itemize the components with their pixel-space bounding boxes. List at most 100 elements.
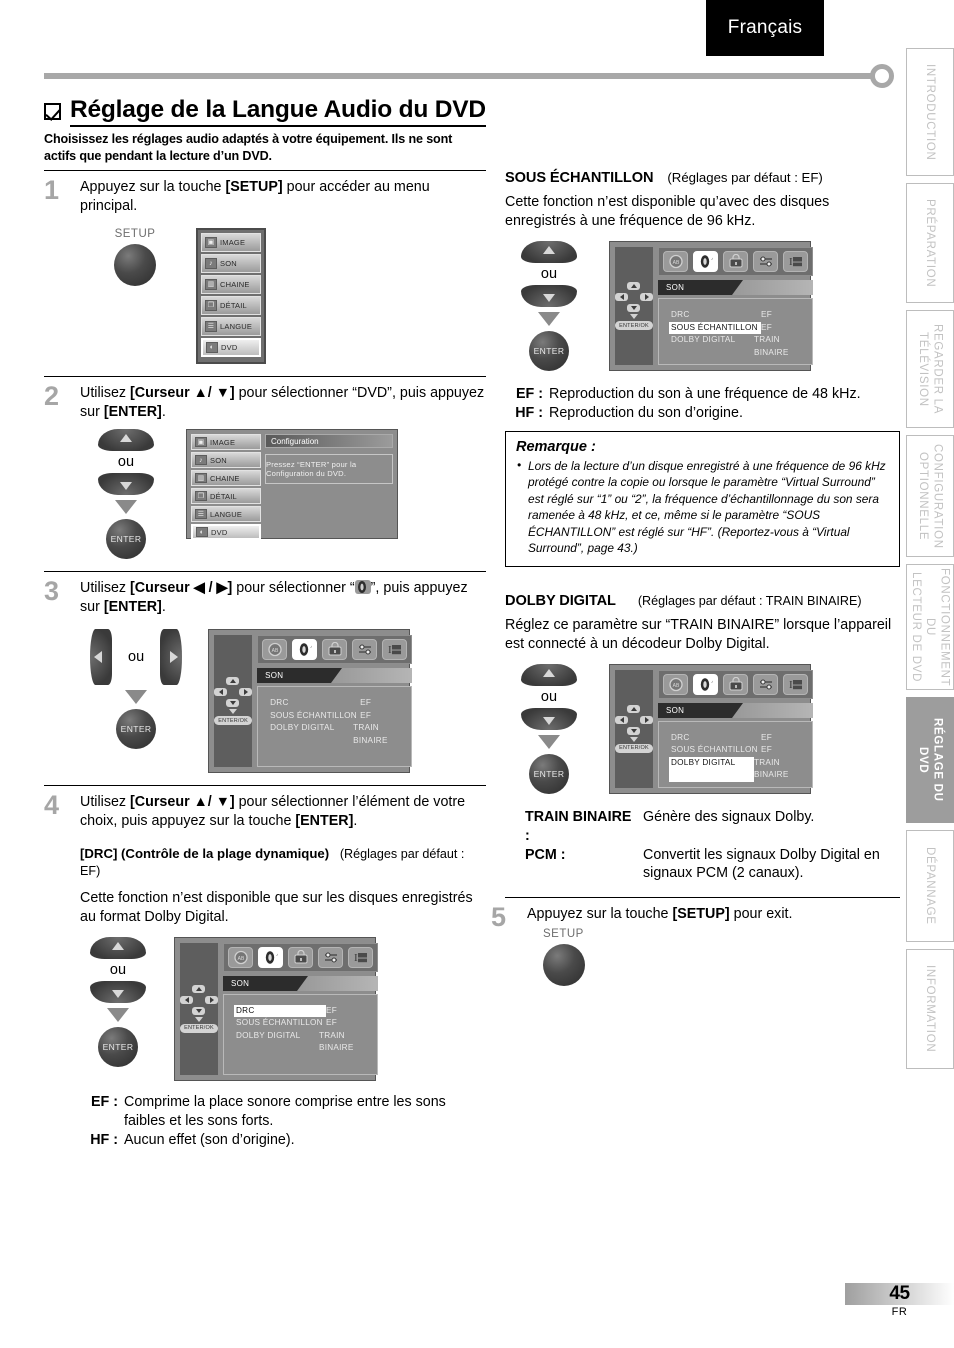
menu-item-langue[interactable]: ☰LANGUE: [201, 316, 261, 336]
section-tab-0[interactable]: INTRODUCTION: [906, 48, 954, 176]
cursor-up-button-dolby[interactable]: [521, 663, 577, 686]
enter-button-3[interactable]: ENTER: [116, 709, 157, 750]
cursor-left-button-3[interactable]: [90, 629, 112, 686]
enter-button-2[interactable]: ENTER: [106, 519, 146, 560]
lock-parental-icon[interactable]: [723, 251, 748, 273]
cursor-up-button-2[interactable]: [98, 429, 154, 452]
disc-language-icon[interactable]: AB: [228, 946, 253, 968]
speaker-audio-icon[interactable]: ♪: [693, 251, 718, 273]
speaker-audio-icon[interactable]: ♪: [292, 639, 318, 661]
cursor-up-button-4[interactable]: [90, 936, 146, 959]
lock-parental-icon[interactable]: [288, 946, 313, 968]
osd-tab-son[interactable]: SON: [257, 668, 343, 684]
section-tab-5[interactable]: RÉGLAGE DU DVD: [906, 697, 954, 823]
subtitle-text-icon[interactable]: I: [783, 673, 808, 695]
dpad-d-icon: [226, 699, 240, 708]
menu-item-image[interactable]: ▣IMAGE: [201, 232, 261, 252]
menu-item-son[interactable]: ♪SON: [201, 253, 261, 273]
subtitle-text-icon[interactable]: I: [783, 251, 808, 273]
config-menu-item-dvd[interactable]: ◐DVD: [191, 524, 261, 541]
osd-tab-son[interactable]: SON: [223, 975, 308, 991]
step-5-key-setup: [SETUP]: [672, 906, 730, 923]
dpad-l-icon: [214, 688, 228, 697]
section-tab-7[interactable]: INFORMATION: [906, 949, 954, 1069]
osd-setting-value: EF: [761, 745, 772, 755]
step-1-key-setup: [SETUP]: [225, 179, 283, 195]
section-tab-1[interactable]: PRÉPARATION: [906, 183, 954, 303]
disc-language-icon[interactable]: AB: [262, 639, 288, 661]
disc-language-icon[interactable]: AB: [663, 673, 688, 695]
disc-language-icon[interactable]: AB: [663, 251, 688, 273]
subtitle-text-icon[interactable]: I: [382, 639, 408, 661]
cursor-down-button-sous[interactable]: [521, 285, 577, 308]
cursor-up-button-sous[interactable]: [521, 241, 577, 264]
config-menu-item-détail[interactable]: ❐DÉTAIL: [191, 488, 261, 505]
sliders-display-icon[interactable]: [318, 946, 343, 968]
left-column: 1 Appuyez sur la touche [SETUP] pour acc…: [44, 170, 486, 1149]
step-1: 1 Appuyez sur la touche [SETUP] pour acc…: [44, 171, 486, 364]
drc-head-b: Contrôle de la plage dynamique): [125, 845, 330, 861]
step-5: 5 Appuyez sur la touche [SETUP] pour exi…: [491, 898, 900, 987]
dpad-flow-arrow-icon: [630, 314, 638, 320]
page-number: 45: [889, 1283, 910, 1304]
lock-parental-icon[interactable]: [723, 673, 748, 695]
enter-button-dolby[interactable]: ENTER: [529, 753, 569, 794]
step-2-text-c: pour sélectionner “DVD”, puis appuyez su…: [80, 384, 485, 420]
speaker-audio-icon[interactable]: ♪: [258, 946, 283, 968]
config-menu-item-image[interactable]: ▣IMAGE: [191, 434, 261, 451]
ou-label-4: ou: [109, 961, 127, 978]
step-3-text: Utilisez [Curseur ◀ / ▶] pour sélectionn…: [80, 579, 486, 617]
lock-parental-icon[interactable]: [322, 639, 348, 661]
dpad-l-icon: [180, 995, 193, 1004]
osd-setting-name: DOLBY DIGITAL: [671, 335, 736, 345]
osd-setting-value: EF: [761, 732, 772, 742]
cursor-down-button-4[interactable]: [90, 980, 146, 1003]
cursor-down-button-dolby[interactable]: [521, 707, 577, 730]
subtitle-text-icon[interactable]: I: [348, 946, 373, 968]
menu-item-chaine[interactable]: ▥CHAINE: [201, 274, 261, 294]
section-tab-6[interactable]: DÉPANNAGE: [906, 830, 954, 942]
sliders-display-icon[interactable]: [753, 673, 778, 695]
config-title: Configuration: [265, 434, 393, 449]
menu-item-label: IMAGE: [220, 237, 246, 247]
speaker-audio-icon[interactable]: ♪: [693, 673, 718, 695]
menu-item-dvd[interactable]: ◐DVD: [201, 337, 261, 357]
setup-button-5[interactable]: [543, 944, 585, 987]
dpad-icon: [180, 984, 218, 1015]
config-menu-item-chaine[interactable]: ▥CHAINE: [191, 470, 261, 487]
osd-setting-name: SOUS ÉCHANTILLON: [669, 321, 761, 335]
osd-tab-son[interactable]: SON: [658, 702, 743, 718]
step-5-text-c: pour exit.: [729, 906, 793, 923]
osd-icon-row: AB♪ I: [658, 669, 813, 699]
sliders-display-icon[interactable]: [753, 251, 778, 273]
osd-tab-son[interactable]: SON: [658, 280, 743, 296]
config-menu-item-son[interactable]: ♪SON: [191, 452, 261, 469]
config-menu-item-langue[interactable]: ☰LANGUE: [191, 506, 261, 523]
setup-button-1[interactable]: [114, 243, 156, 286]
osd-cursor-guide: ENTER/OK: [180, 942, 218, 1075]
cursor-right-button-3[interactable]: [160, 629, 183, 686]
enter-button-4[interactable]: ENTER: [98, 1026, 138, 1067]
menu-item-détail[interactable]: ❐DÉTAIL: [201, 295, 261, 315]
sliders-display-icon[interactable]: [352, 639, 378, 661]
osd-setting-value: EF: [761, 310, 772, 320]
cursor-down-button-2[interactable]: [98, 473, 154, 496]
enter-button-sous[interactable]: ENTER: [529, 331, 569, 372]
